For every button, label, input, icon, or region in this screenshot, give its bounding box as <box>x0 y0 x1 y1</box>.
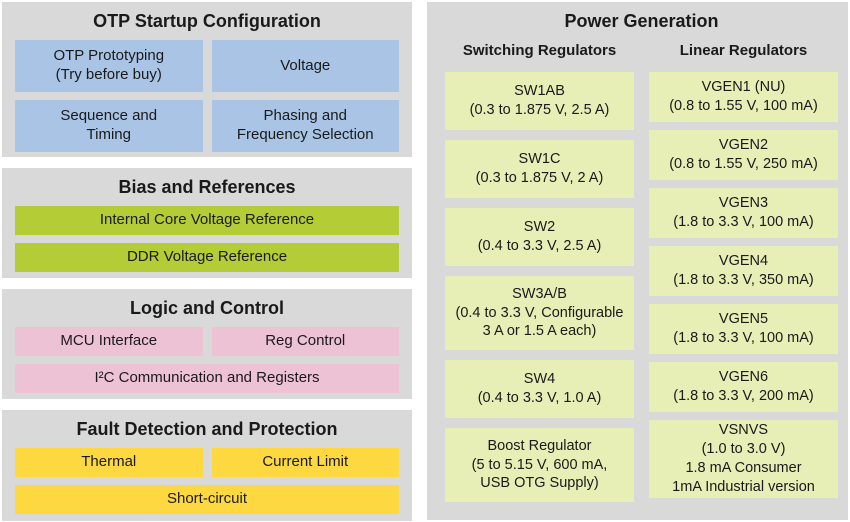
section-bias-and-references: Bias and References Internal Core Voltag… <box>2 168 412 278</box>
section-title: Power Generation <box>564 11 719 31</box>
fault-box-grid: Thermal Current Limit Short-circuit <box>15 448 399 514</box>
section-logic-and-control: Logic and Control MCU Interface Reg Cont… <box>2 289 412 399</box>
regulator-vgen3: VGEN3 (1.8 to 3.3 V, 100 mA) <box>649 188 838 238</box>
regulator-vgen6: VGEN6 (1.8 to 3.3 V, 200 mA) <box>649 362 838 412</box>
block-mcu-interface: MCU Interface <box>15 327 203 356</box>
block-thermal: Thermal <box>15 448 203 477</box>
block-reg-control: Reg Control <box>211 327 399 356</box>
feature-column: OTP Startup Configuration OTP Prototypin… <box>2 2 412 521</box>
section-fault-detection-and-protection: Fault Detection and Protection Thermal C… <box>2 410 412 521</box>
regulator-vgen2: VGEN2 (0.8 to 1.55 V, 250 mA) <box>649 130 838 180</box>
block-internal-core-voltage-reference: Internal Core Voltage Reference <box>15 206 399 235</box>
regulator-vsnvs: VSNVS (1.0 to 3.0 V) 1.8 mA Consumer 1mA… <box>649 420 838 498</box>
column-header: Linear Regulators <box>679 42 808 59</box>
power-generation-columns: Switching Regulators SW1AB (0.3 to 1.875… <box>445 38 838 512</box>
regulator-sw3ab: SW3A/B (0.4 to 3.3 V, Configurable 3 A o… <box>445 276 634 350</box>
switching-regulators-column: Switching Regulators SW1AB (0.3 to 1.875… <box>445 38 634 512</box>
section-title: Bias and References <box>118 177 296 197</box>
section-power-generation: Power Generation Switching Regulators SW… <box>427 2 848 520</box>
bias-box-grid: Internal Core Voltage Reference DDR Volt… <box>15 206 399 272</box>
section-title: Fault Detection and Protection <box>76 419 338 439</box>
regulator-sw4: SW4 (0.4 to 3.3 V, 1.0 A) <box>445 360 634 418</box>
section-title: OTP Startup Configuration <box>93 11 321 31</box>
block-otp-prototyping: OTP Prototyping (Try before buy) <box>15 40 203 92</box>
column-header: Switching Regulators <box>462 42 617 59</box>
section-otp-startup-configuration: OTP Startup Configuration OTP Prototypin… <box>2 2 412 157</box>
regulator-vgen1: VGEN1 (NU) (0.8 to 1.55 V, 100 mA) <box>649 72 838 122</box>
regulator-sw1ab: SW1AB (0.3 to 1.875 V, 2.5 A) <box>445 72 634 130</box>
otp-box-grid: OTP Prototyping (Try before buy) Voltage… <box>15 40 399 152</box>
block-phasing-frequency-selection: Phasing and Frequency Selection <box>211 100 399 152</box>
linear-regulators-column: Linear Regulators VGEN1 (NU) (0.8 to 1.5… <box>649 38 838 512</box>
regulator-sw1c: SW1C (0.3 to 1.875 V, 2 A) <box>445 140 634 198</box>
block-sequence-and-timing: Sequence and Timing <box>15 100 203 152</box>
regulator-vgen4: VGEN4 (1.8 to 3.3 V, 350 mA) <box>649 246 838 296</box>
block-current-limit: Current Limit <box>211 448 399 477</box>
section-title: Logic and Control <box>130 298 284 318</box>
logic-box-grid: MCU Interface Reg Control I²C Communicat… <box>15 327 399 393</box>
block-i2c-communication-and-registers: I²C Communication and Registers <box>15 364 399 393</box>
block-voltage: Voltage <box>211 40 399 92</box>
regulator-sw2: SW2 (0.4 to 3.3 V, 2.5 A) <box>445 208 634 266</box>
block-ddr-voltage-reference: DDR Voltage Reference <box>15 243 399 272</box>
regulator-boost: Boost Regulator (5 to 5.15 V, 600 mA, US… <box>445 428 634 502</box>
regulator-vgen5: VGEN5 (1.8 to 3.3 V, 100 mA) <box>649 304 838 354</box>
block-short-circuit: Short-circuit <box>15 485 399 514</box>
